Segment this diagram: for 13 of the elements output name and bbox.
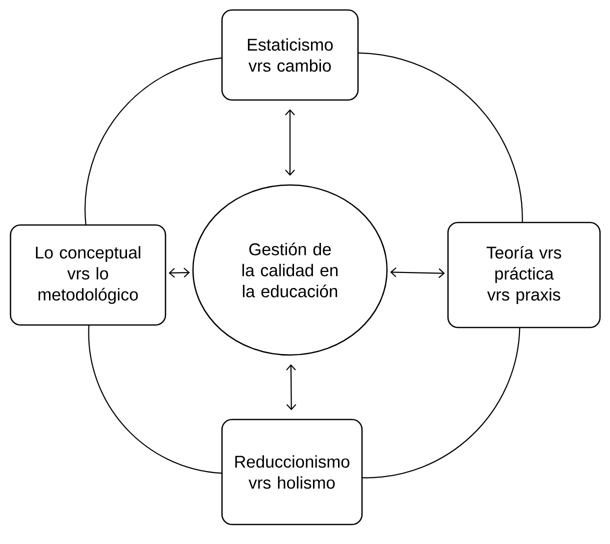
connecting-arc <box>88 325 222 474</box>
ellipse-node: Gestión de la calidad en la educación <box>192 184 388 356</box>
connecting-arc <box>362 328 520 478</box>
double-arrow <box>390 267 445 278</box>
connecting-arc <box>84 57 222 225</box>
double-arrow <box>168 268 190 278</box>
connecting-arc <box>358 52 523 222</box>
rounded-box: Teoría vrs práctica vrs praxis <box>447 222 601 328</box>
rounded-box: Reduccionismo vrs holismo <box>221 418 363 526</box>
double-arrow <box>285 109 295 176</box>
rounded-box: Estaticismo vrs cambio <box>221 9 359 101</box>
double-arrow <box>286 364 296 410</box>
rounded-box: Lo conceptual vrs lo metodológico <box>10 224 166 326</box>
